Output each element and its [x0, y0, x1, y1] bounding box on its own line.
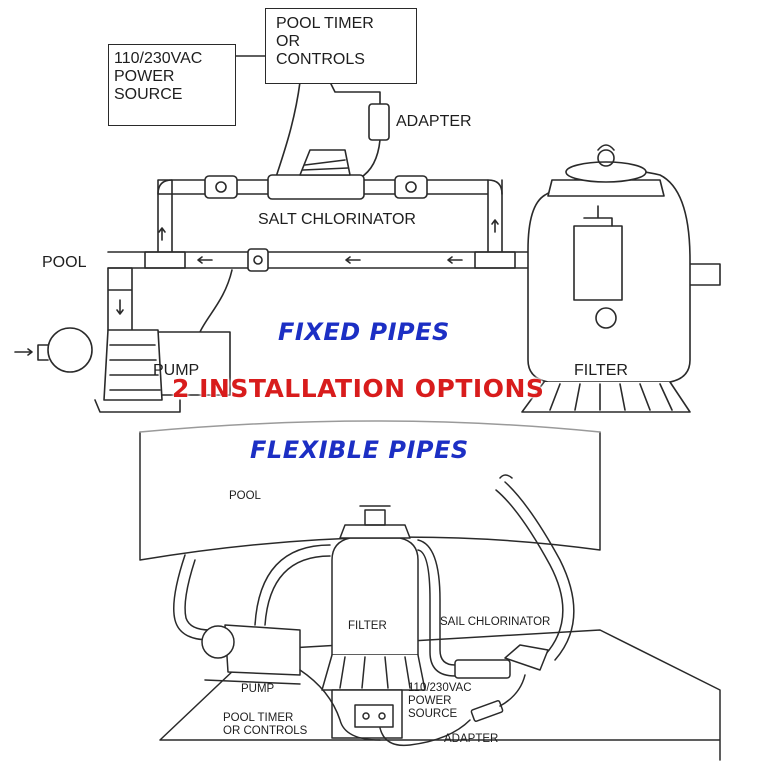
chlorinator-small: [454, 659, 511, 679]
pump-base: [94, 399, 181, 413]
pump-strainer-small: [201, 625, 235, 659]
timer-label: POOL TIMER OR CONTROLS: [276, 15, 374, 68]
pump-inlet: [37, 344, 49, 361]
adapter-small: [470, 700, 504, 722]
multiport-valve: [573, 225, 623, 301]
chlorinator-label-bottom: SAIL CHLORINATOR: [440, 616, 551, 628]
bypass-elbow-left: [157, 179, 173, 195]
main-valve: [247, 248, 269, 272]
pump-strainer: [47, 327, 93, 373]
pump-label: PUMP: [153, 362, 200, 379]
pump-suction-pipe: [107, 267, 133, 331]
main-valve-handle: [253, 255, 263, 265]
fixed-pipes-banner: FIXED PIPES: [278, 318, 450, 346]
power-source-box: [108, 44, 236, 126]
adapter-label: ADAPTER: [396, 113, 472, 130]
flexible-pipes-banner: FLEXIBLE PIPES: [250, 436, 469, 464]
bypass-elbow-right: [487, 179, 503, 195]
bypass-valve-left-handle: [215, 181, 227, 193]
adapter-label-bottom: ADAPTER: [444, 733, 499, 745]
power-source-label: 110/230VAC POWER SOURCE: [114, 50, 203, 103]
filter-pressure-gauge: [597, 149, 615, 167]
pump-power-wire: [199, 269, 233, 333]
pool-label: POOL: [42, 254, 87, 271]
filter-to-cell-hose: [417, 539, 501, 666]
flow-arrow: [447, 256, 463, 264]
chlorinator-head-small: [504, 644, 549, 671]
platform: [159, 629, 721, 761]
flow-arrow: [345, 256, 361, 264]
filter-base-ribs: [549, 383, 673, 411]
adapter-box: [368, 103, 390, 141]
installation-options-banner: 2 INSTALLATION OPTIONS: [172, 374, 545, 403]
pool-rim: [139, 420, 601, 433]
salt-chlorinator-label: SALT CHLORINATOR: [258, 211, 416, 228]
timer-to-adapter-wire: [329, 81, 381, 105]
flow-arrow: [116, 299, 124, 315]
suction-hose: [173, 554, 211, 641]
pump-small: [224, 624, 301, 676]
bypass-valve-right-handle: [405, 181, 417, 193]
bypass-valve-left: [204, 175, 238, 199]
filter-label-bottom: FILTER: [348, 620, 387, 632]
suction-hose-inner: [184, 559, 211, 631]
pump-inlet-arrow: [14, 348, 33, 356]
filter-valve-small: [339, 524, 411, 539]
adapter-wire-small: [379, 719, 471, 747]
power-source-label-bottom: 110/230VAC POWER SOURCE: [408, 682, 472, 720]
return-inlet: [499, 474, 513, 479]
filter-valve-handle-small: [359, 505, 391, 526]
filter-cap: [565, 161, 647, 183]
pump-fins: [109, 344, 161, 391]
filter-to-cell-hose-inner: [417, 549, 501, 677]
cell-wire-small: [499, 674, 526, 707]
filter-drain: [595, 307, 617, 329]
pool-label-bottom: POOL: [229, 490, 261, 502]
timer-label-bottom: POOL TIMER OR CONTROLS: [223, 712, 308, 737]
pump-to-filter-hose-inner: [264, 555, 331, 626]
chlorinator-cell-grille: [302, 159, 349, 171]
flow-arrow: [158, 227, 166, 241]
pump-to-filter-hose: [254, 544, 331, 626]
control-knob: [378, 712, 386, 720]
filter-label: FILTER: [574, 362, 628, 379]
return-hose-inner: [495, 489, 564, 656]
flow-arrow: [491, 219, 499, 233]
bypass-valve-right: [394, 175, 428, 199]
filter-gauge-handle: [597, 144, 615, 151]
main-pipe: [107, 251, 561, 269]
control-knob: [362, 712, 370, 720]
filter-tank-small: [331, 537, 419, 656]
return-hose: [504, 481, 575, 661]
timer-box: [265, 8, 417, 84]
filter-base-ribs-small: [339, 656, 411, 689]
pump-base-small: [204, 679, 301, 685]
control-panel: [354, 704, 394, 728]
pump-label-bottom: PUMP: [241, 683, 275, 695]
flow-arrow: [197, 256, 213, 264]
pump-housing: [103, 329, 163, 401]
multiport-valve-handle: [583, 205, 613, 227]
pump-wire-small: [299, 669, 381, 741]
timer-to-chlorinator-wire: [274, 81, 301, 181]
